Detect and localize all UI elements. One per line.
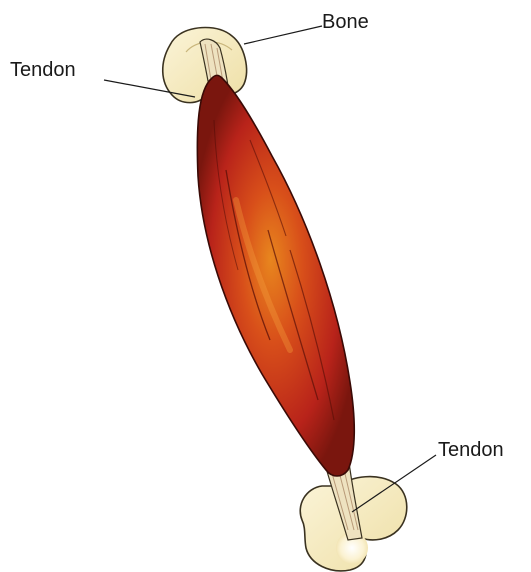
tendon-bottom-label: Tendon (438, 440, 504, 460)
bone-label: Bone (322, 12, 369, 32)
tendon-top-label: Tendon (10, 60, 76, 80)
muscle-belly (197, 75, 354, 476)
bone-leader-line (244, 26, 322, 44)
